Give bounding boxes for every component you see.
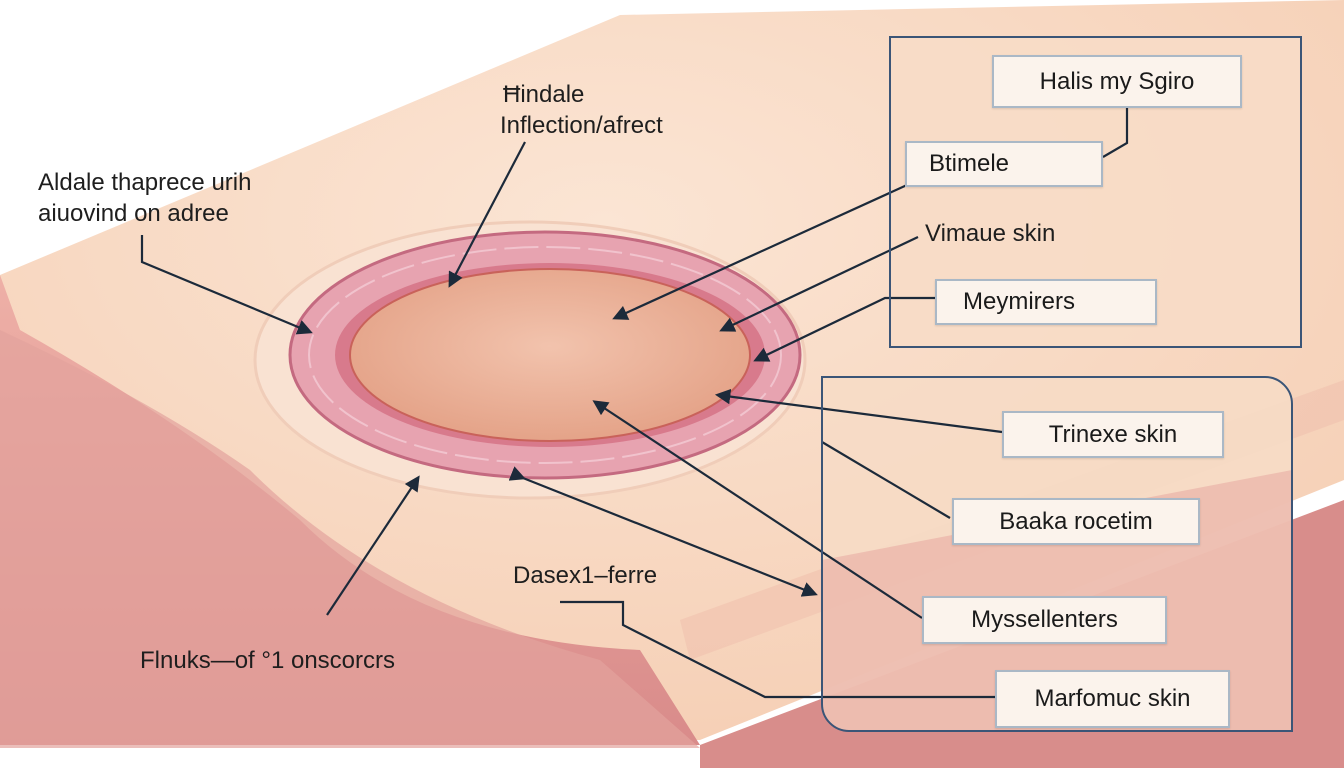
arrow-left (140, 235, 313, 335)
label-box-trinexe: Trinexe skin (1002, 411, 1224, 458)
arrow-trinexe (714, 388, 1003, 434)
label-left-line1: Aldale thaprece urih (38, 169, 252, 196)
skin-deep-layer (0, 330, 700, 748)
arrow-vimaue (719, 236, 919, 332)
label-box-baaka: Baaka rocetim (952, 498, 1200, 545)
label-top-center-line2: Inflection/afrect (500, 112, 663, 139)
connector-marfomuc (560, 600, 995, 699)
label-left-line2: aiuovind on adree (38, 200, 229, 227)
lower-callout-panel (821, 376, 1293, 732)
label-vimaue-skin: Vimaue skin (925, 220, 1056, 247)
arrow-myssellenters (592, 400, 923, 619)
label-box-meymirers: Meymirers (935, 279, 1157, 325)
upper-callout-panel (889, 36, 1302, 348)
connector-halis (1102, 108, 1129, 158)
label-top-center-line1: Ħindale (503, 81, 585, 108)
lesion-center (349, 268, 751, 442)
connector-baaka (821, 441, 951, 519)
arrow-bottom-left (326, 475, 420, 616)
label-bottom-middle: Dasex1–ferre (513, 562, 658, 589)
label-box-halis: Halis my Sgiro (992, 55, 1242, 108)
label-box-myssellenters: Myssellenters (922, 596, 1167, 644)
label-box-marfomuc: Marfomuc skin (995, 670, 1230, 728)
label-box-btimele: Btimele (905, 141, 1103, 187)
arrow-top-center (448, 141, 526, 288)
arrow-double (508, 466, 818, 597)
arrow-meymirers (753, 296, 935, 362)
label-bottom-left: Flnuks—of °1 onscorcrs (140, 647, 396, 674)
arrow-btimele (612, 183, 908, 320)
lesion-cell-pattern (308, 246, 782, 464)
